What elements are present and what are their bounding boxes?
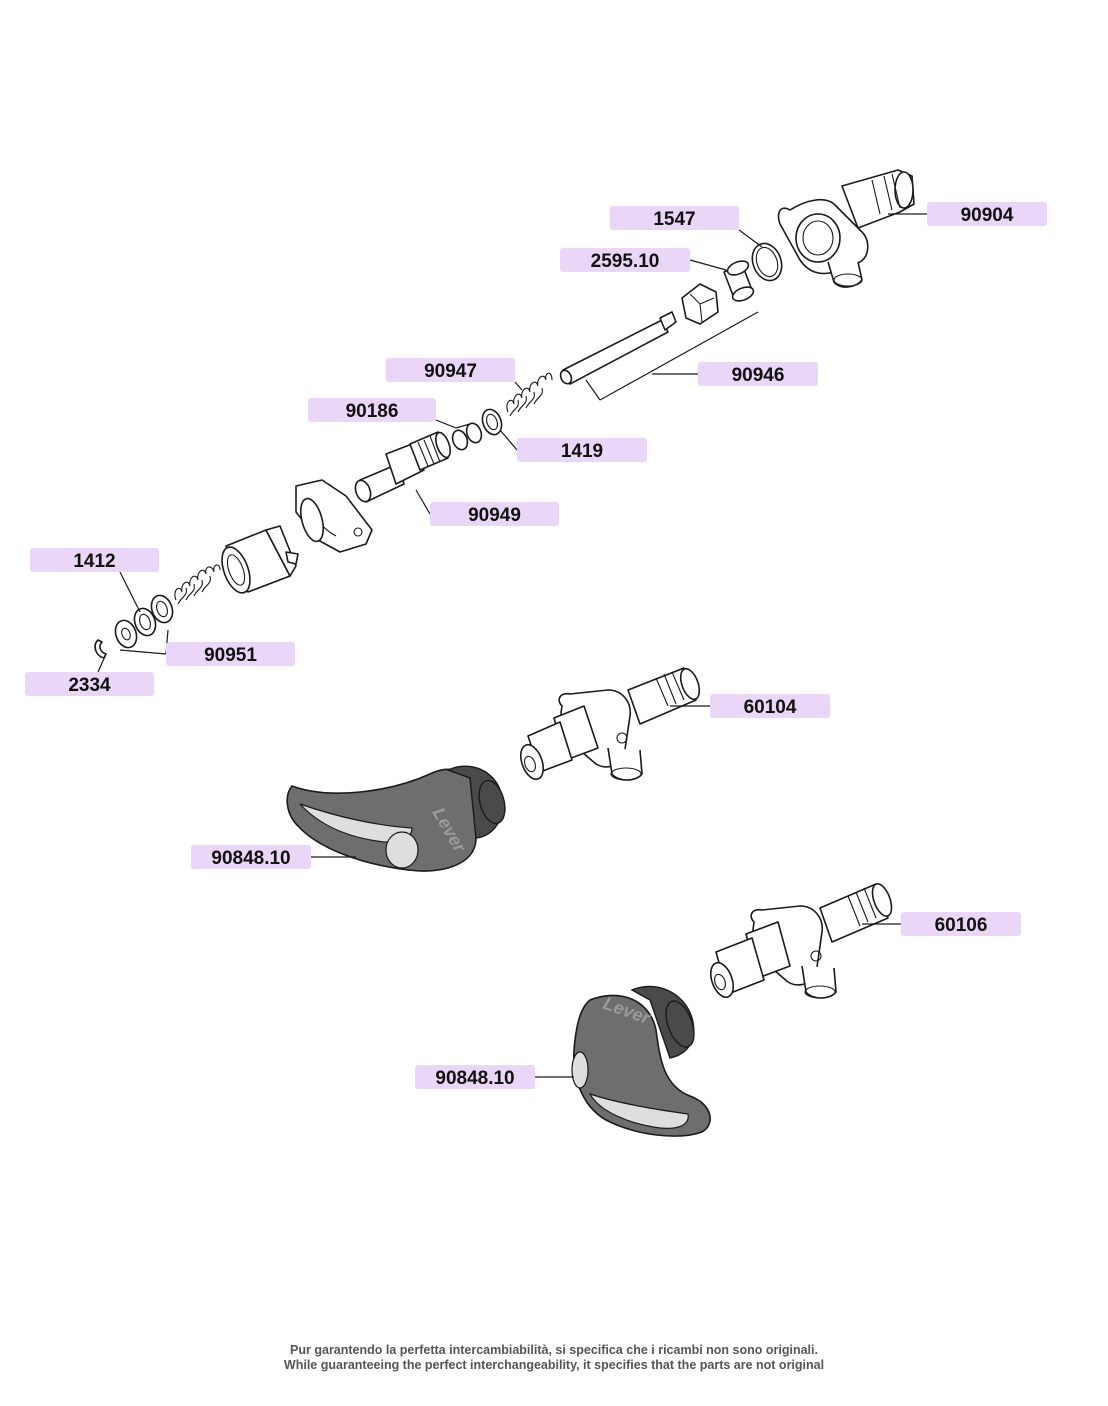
svg-text:2334: 2334 (68, 675, 111, 696)
label-90186: 90186 (308, 398, 436, 422)
label-1412: 1412 (30, 548, 159, 572)
part-spindle-bush (221, 525, 299, 594)
label-1419: 1419 (517, 438, 647, 462)
svg-text:90848.10: 90848.10 (435, 1068, 514, 1089)
part-90949-headwork (354, 431, 451, 503)
svg-text:90949: 90949 (468, 505, 521, 526)
part-1547-o-ring (751, 242, 783, 282)
svg-text:90848.10: 90848.10 (211, 848, 290, 869)
part-90946-stem (559, 311, 677, 385)
svg-text:60104: 60104 (744, 697, 797, 718)
part-60106-valve (709, 882, 893, 999)
label-2595-10: 2595.10 (560, 248, 690, 272)
svg-text:90951: 90951 (204, 645, 257, 666)
svg-text:90904: 90904 (961, 205, 1014, 226)
svg-text:1547: 1547 (653, 209, 695, 230)
label-90848-10-b: 90848.10 (415, 1065, 535, 1089)
part-60104-valve (519, 667, 701, 781)
label-60106: 60106 (901, 912, 1021, 936)
svg-text:1419: 1419 (561, 441, 603, 462)
part-2334-circlip (94, 639, 107, 659)
label-90951: 90951 (166, 642, 295, 666)
label-2334: 2334 (25, 672, 154, 696)
disclaimer-footer: Pur garantendo la perfetta intercambiabi… (0, 1343, 1108, 1373)
part-90186-o-rings (451, 422, 483, 451)
disclaimer-english: While guaranteeing the perfect interchan… (283, 1358, 825, 1372)
label-90947: 90947 (386, 358, 515, 382)
disclaimer-italian: Pur garantendo la perfetta intercambiabi… (290, 1343, 818, 1357)
part-90848-10-handle-a: Lever (286, 765, 506, 872)
svg-text:90946: 90946 (732, 365, 785, 386)
svg-text:90186: 90186 (346, 401, 399, 422)
svg-text:90947: 90947 (424, 361, 477, 382)
label-60104: 60104 (710, 694, 830, 718)
svg-text:60106: 60106 (935, 915, 988, 936)
label-90949: 90949 (430, 502, 559, 526)
part-hex-nut (681, 283, 719, 325)
part-90904-valve-body (777, 169, 915, 288)
part-lower-spring (174, 564, 221, 605)
part-cover-bracket (295, 479, 373, 553)
leader-lines (97, 213, 927, 1078)
label-90904: 90904 (927, 202, 1047, 226)
label-90848-10-a: 90848.10 (191, 845, 311, 869)
part-2595-10-bush (723, 260, 755, 302)
svg-text:1412: 1412 (73, 551, 115, 572)
part-90848-10-handle-b: Lever (571, 985, 711, 1137)
label-1547: 1547 (610, 206, 739, 230)
part-washers (114, 594, 174, 649)
part-1419-washer (481, 408, 503, 436)
part-90947-spring (506, 372, 553, 417)
label-90946: 90946 (698, 362, 818, 386)
svg-text:2595.10: 2595.10 (591, 251, 660, 272)
